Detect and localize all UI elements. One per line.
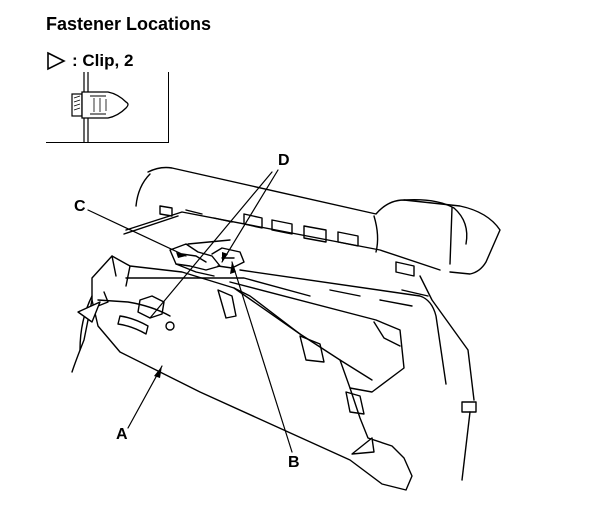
callout-a: A bbox=[116, 426, 128, 443]
dashboard-outline bbox=[147, 166, 501, 275]
diagram-title: Fastener Locations bbox=[46, 14, 212, 34]
callout-d: D bbox=[278, 152, 290, 169]
clip-detail-box bbox=[46, 72, 169, 143]
leader-d bbox=[221, 169, 279, 263]
clip-detail-illustration bbox=[71, 72, 129, 142]
open-triangle-icon bbox=[47, 51, 66, 71]
clip-marker-left bbox=[77, 301, 101, 323]
clip-marker-right bbox=[351, 437, 375, 455]
leader-c bbox=[87, 209, 187, 257]
leader-b bbox=[231, 261, 293, 453]
callout-c: C bbox=[74, 198, 86, 215]
legend-label: : Clip, 2 bbox=[72, 51, 134, 70]
glove-box-panel bbox=[91, 255, 413, 491]
fastener-legend: : Clip, 2 bbox=[46, 50, 133, 72]
callout-b: B bbox=[288, 454, 300, 471]
